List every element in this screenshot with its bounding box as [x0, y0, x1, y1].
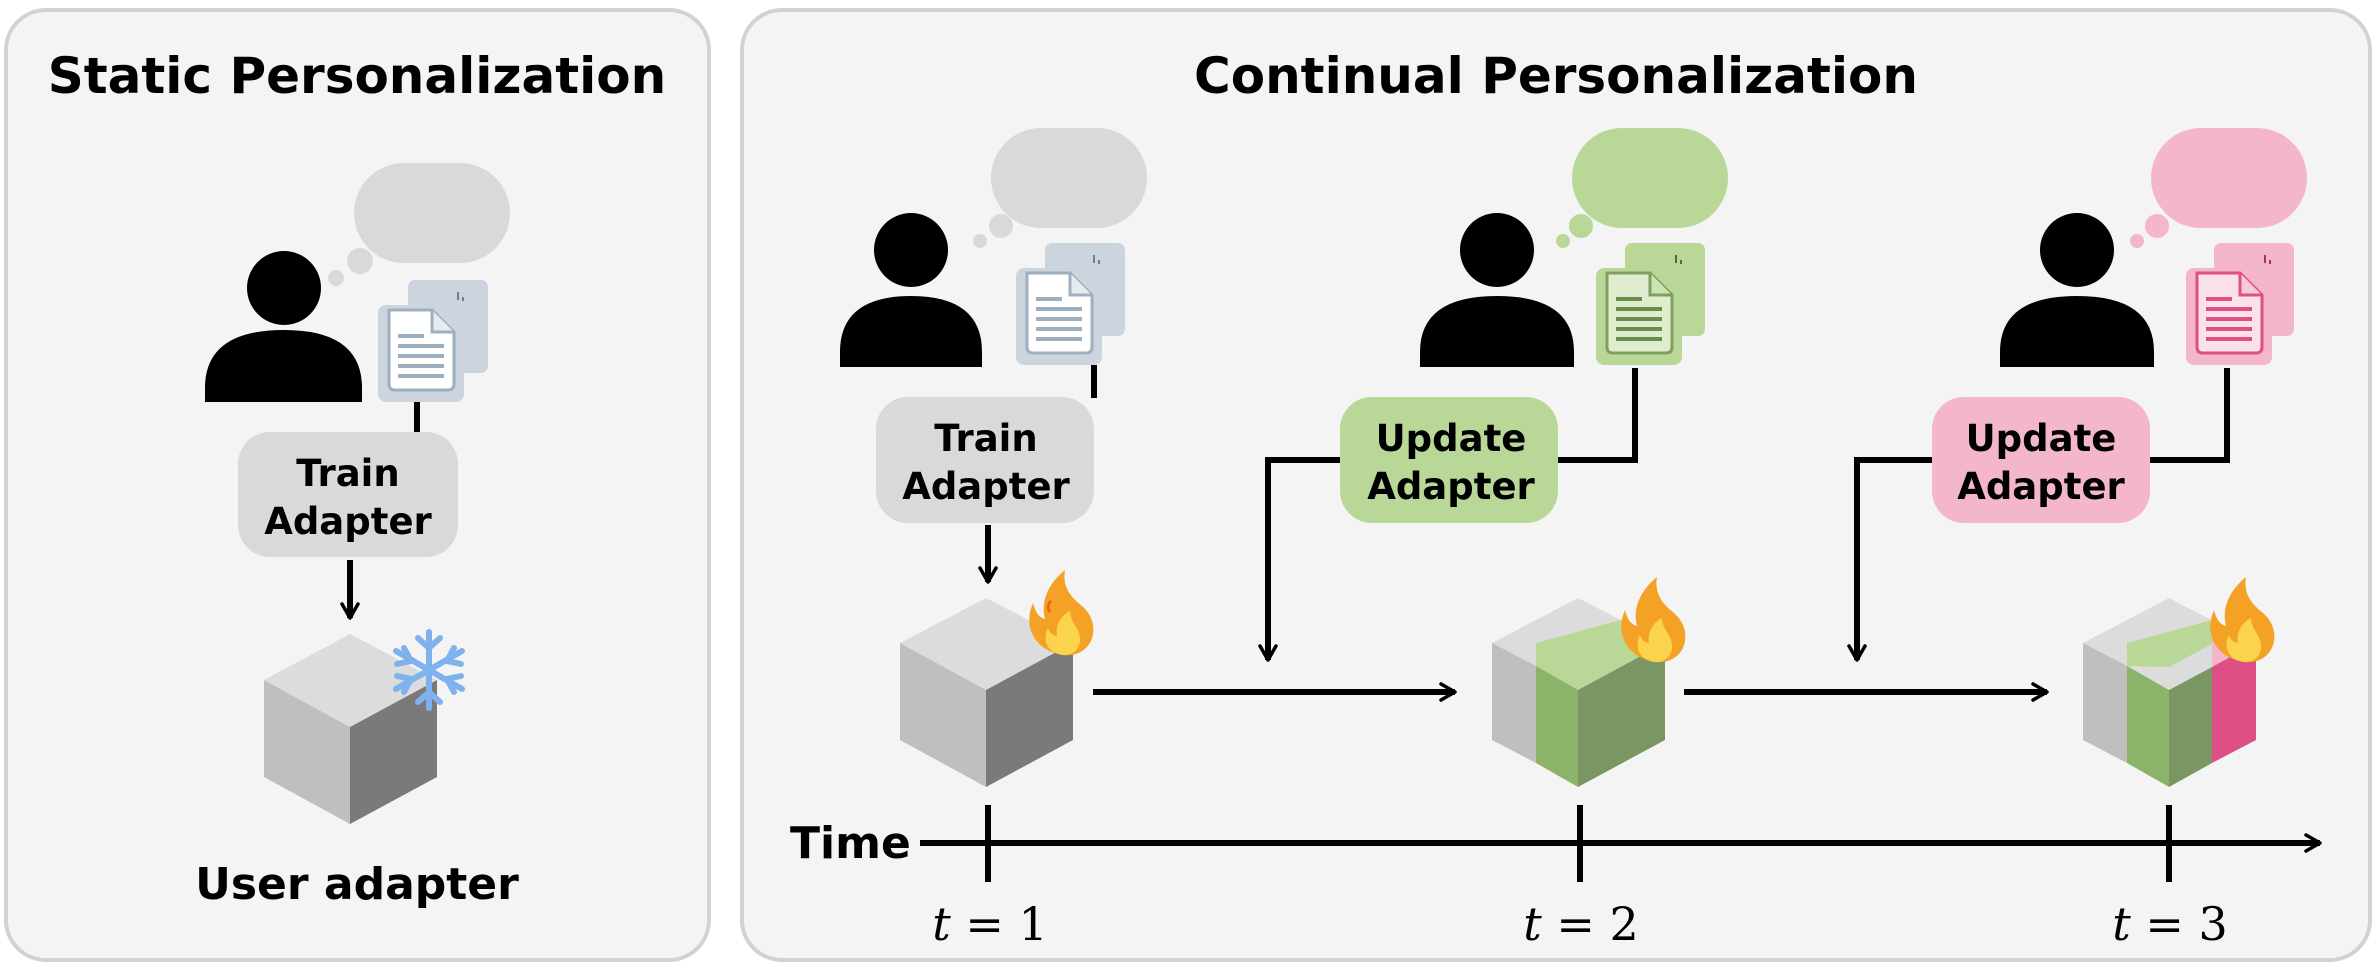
- thought-bubble-icon: [973, 128, 1147, 248]
- tick-eq: = 2: [1542, 897, 1639, 951]
- update-adapter-box: Update Adapter: [1340, 397, 1558, 523]
- update-adapter-label-line1: Update: [1966, 417, 2117, 460]
- thought-bubble-icon: [2130, 128, 2307, 248]
- static-panel-title: Static Personalization: [48, 47, 667, 105]
- train-adapter-label-line1: Train: [296, 452, 399, 495]
- update-adapter-box: Update Adapter: [1932, 397, 2150, 523]
- thought-bubble-icon: [1556, 128, 1728, 248]
- train-adapter-label-line2: Adapter: [902, 465, 1070, 508]
- tick-label-3: t = 3: [2112, 897, 2228, 951]
- tick-var: t: [932, 897, 951, 951]
- update-adapter-label-line2: Adapter: [1957, 465, 2125, 508]
- snowflake-icon: [393, 629, 465, 711]
- user-adapter-caption: User adapter: [195, 859, 519, 910]
- update-arrow: [1847, 457, 1932, 662]
- fire-icon: [2210, 577, 2275, 663]
- step-2: Update Adapter: [1258, 128, 1728, 787]
- fire-icon: [1029, 570, 1094, 656]
- tick-label-2: t = 2: [1523, 897, 1639, 951]
- step-1: Train Adapter: [840, 128, 1147, 787]
- train-adapter-box: Train Adapter: [238, 432, 458, 557]
- user-icon: [1420, 213, 1574, 367]
- document-icon: [1016, 243, 1125, 365]
- fire-icon: [1621, 577, 1686, 663]
- thought-bubble-icon: [328, 163, 510, 286]
- document-icon: [2186, 243, 2294, 365]
- train-adapter-label-line1: Train: [934, 417, 1037, 460]
- tick-eq: = 3: [2131, 897, 2228, 951]
- tick-var: t: [2112, 897, 2131, 951]
- static-panel: Static Personalization Train Adapter: [4, 8, 711, 962]
- train-adapter-box: Train Adapter: [876, 397, 1094, 523]
- tick-eq: = 1: [951, 897, 1048, 951]
- adapter-cube-1: [900, 598, 1073, 787]
- tick-var: t: [1523, 897, 1542, 951]
- update-adapter-label-line1: Update: [1376, 417, 1527, 460]
- update-adapter-label-line2: Adapter: [1367, 465, 1535, 508]
- update-arrow: [1258, 457, 1340, 662]
- time-axis-label: Time: [790, 818, 911, 869]
- step-3: Update Adapter: [1847, 128, 2307, 787]
- user-adapter-cube: [264, 634, 437, 824]
- user-icon: [2000, 213, 2154, 367]
- user-icon: [205, 251, 362, 402]
- user-icon: [840, 213, 982, 367]
- document-icon: [378, 280, 488, 402]
- tick-label-1: t = 1: [932, 897, 1048, 951]
- continual-panel-title: Continual Personalization: [1194, 47, 1918, 105]
- continual-panel: Continual Personalization: [740, 8, 2372, 962]
- train-adapter-label-line2: Adapter: [264, 500, 432, 543]
- document-icon: [1596, 243, 1705, 365]
